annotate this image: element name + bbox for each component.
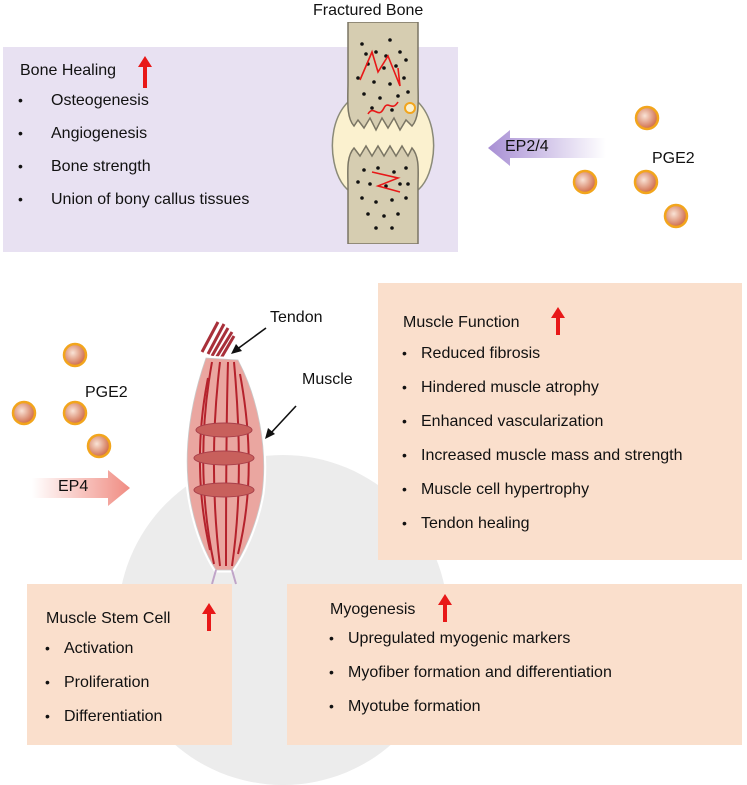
muscle-pointer-arrow — [265, 405, 297, 439]
list-item: •Myofiber formation and differentiation — [329, 664, 612, 681]
pge2-label-top: PGE2 — [652, 150, 695, 167]
pge2-molecule-icon — [11, 105, 689, 459]
muscle-function-list: •Reduced fibrosis •Hindered muscle atrop… — [402, 345, 742, 549]
tendon-pointer-arrow — [231, 327, 267, 354]
pge2-label-bottom: PGE2 — [85, 384, 128, 401]
myogenesis-heading: Myogenesis — [330, 601, 416, 618]
list-item: •Activation — [45, 640, 134, 657]
myogenesis-list: •Upregulated myogenic markers •Myofiber … — [329, 630, 739, 732]
list-item: •Reduced fibrosis — [402, 345, 541, 362]
list-item: •Osteogenesis — [18, 92, 149, 109]
muscle-stem-cell-panel — [27, 584, 232, 745]
list-item: •Upregulated myogenic markers — [329, 630, 571, 647]
list-item: •Myotube formation — [329, 698, 481, 715]
list-item: •Differentiation — [45, 708, 163, 725]
ep2-4-arrow — [488, 130, 606, 166]
ep2-4-label: EP2/4 — [505, 138, 549, 155]
fractured-bone-title: Fractured Bone — [313, 2, 424, 19]
list-item: •Increased muscle mass and strength — [402, 447, 683, 464]
muscle-illustration — [184, 321, 267, 585]
muscle-function-heading: Muscle Function — [403, 314, 520, 331]
ep4-label: EP4 — [58, 478, 89, 495]
up-arrow-icon — [438, 594, 452, 622]
ep4-arrow — [32, 470, 130, 506]
list-item: •Union of bony callus tissues — [18, 191, 250, 208]
bone-healing-list: •Osteogenesis •Angiogenesis •Bone streng… — [18, 92, 318, 224]
list-item: •Angiogenesis — [18, 125, 148, 142]
list-item: •Tendon healing — [402, 515, 530, 532]
fractured-bone-illustration — [331, 22, 435, 244]
up-arrow-icon — [138, 56, 152, 88]
myogenesis-panel — [287, 584, 742, 745]
muscle-stem-cell-list: •Activation •Proliferation •Differentiat… — [45, 640, 225, 742]
list-item: •Bone strength — [18, 158, 151, 175]
up-arrow-icon — [551, 307, 565, 335]
tendon-label: Tendon — [270, 309, 323, 326]
list-item: •Muscle cell hypertrophy — [402, 481, 590, 498]
up-arrow-icon — [202, 603, 216, 631]
bone-healing-title: Bone Healing — [20, 62, 117, 79]
muscle-stem-cell-heading: Muscle Stem Cell — [46, 610, 171, 627]
list-item: •Proliferation — [45, 674, 150, 691]
muscle-label: Muscle — [302, 371, 353, 388]
pge2-molecules — [11, 105, 689, 459]
bone-healing-heading: Bone Healing — [20, 62, 116, 80]
list-item: •Hindered muscle atrophy — [402, 379, 599, 396]
list-item: •Enhanced vascularization — [402, 413, 604, 430]
